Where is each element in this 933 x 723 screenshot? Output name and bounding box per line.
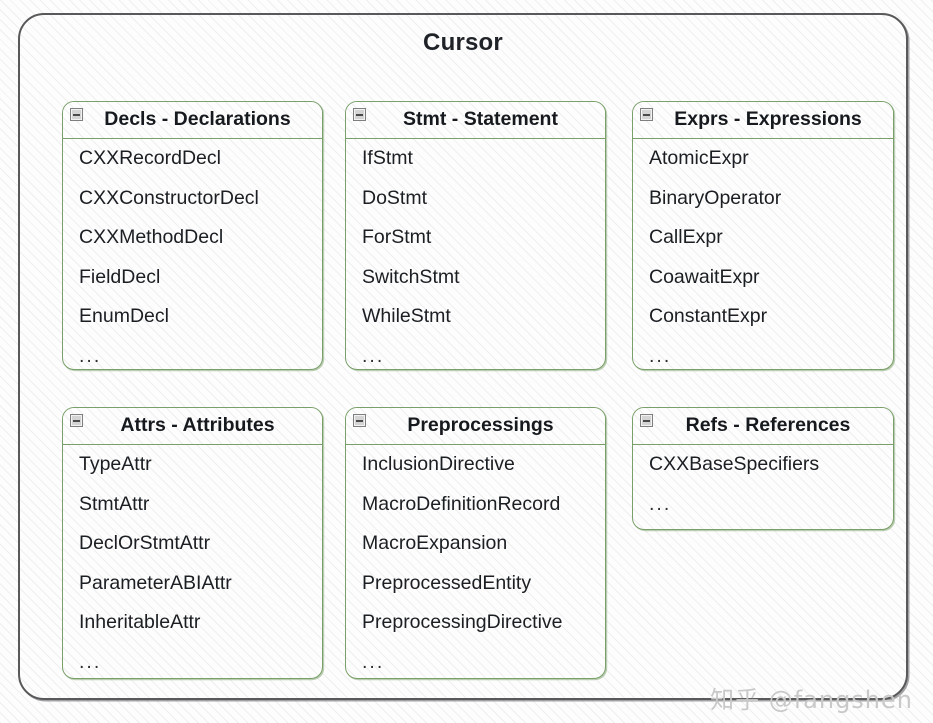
group-box-attrs[interactable]: Attrs - Attributes TypeAttr StmtAttr Dec… (62, 407, 323, 679)
list-item: DeclOrStmtAttr (79, 532, 211, 554)
group-title-exprs: Exprs - Expressions (674, 108, 862, 131)
list-item: InclusionDirective (362, 453, 515, 475)
group-box-refs[interactable]: Refs - References CXXBaseSpecifiers ... (632, 407, 894, 530)
minus-box-icon[interactable] (353, 108, 366, 121)
list-item: CoawaitExpr (649, 265, 760, 288)
list-item: StmtAttr (79, 492, 150, 515)
list-item: PreprocessingDirective (362, 611, 563, 633)
list-item: ConstantExpr (649, 305, 768, 327)
list-item-ellipsis: ... (79, 650, 102, 673)
group-header-exprs: Exprs - Expressions (633, 102, 893, 139)
group-title-preprocessings: Preprocessings (407, 414, 554, 437)
group-body-stmt: IfStmt DoStmt ForStmt SwitchStmt WhileSt… (346, 139, 605, 366)
list-item: InheritableAttr (79, 611, 201, 633)
group-title-attrs: Attrs - Attributes (120, 414, 275, 437)
list-item-ellipsis: ... (79, 344, 102, 367)
minus-box-icon[interactable] (353, 414, 366, 427)
list-item: DoStmt (362, 186, 428, 209)
page-title: Cursor (423, 29, 503, 56)
group-header-attrs: Attrs - Attributes (63, 408, 322, 445)
list-item: AtomicExpr (649, 147, 749, 169)
list-item: ParameterABIAttr (79, 571, 232, 594)
group-title-refs: Refs - References (685, 414, 851, 437)
list-item: EnumDecl (79, 305, 169, 327)
list-item-ellipsis: ... (649, 492, 672, 515)
group-header-stmt: Stmt - Statement (346, 102, 605, 139)
list-item: MacroDefinitionRecord (362, 492, 561, 515)
group-box-preprocessings[interactable]: Preprocessings InclusionDirective MacroD… (345, 407, 606, 679)
group-title-decls: Decls - Declarations (104, 108, 291, 131)
watermark: 知乎 @fangshen (710, 686, 913, 714)
group-title-stmt: Stmt - Statement (403, 108, 558, 131)
list-item: TypeAttr (79, 453, 152, 475)
group-body-exprs: AtomicExpr BinaryOperator CallExpr Coawa… (633, 139, 893, 366)
list-item: FieldDecl (79, 265, 161, 288)
list-item-ellipsis: ... (362, 344, 385, 367)
group-header-decls: Decls - Declarations (63, 102, 322, 139)
group-body-refs: CXXBaseSpecifiers ... (633, 445, 893, 514)
list-item: CXXBaseSpecifiers (649, 453, 820, 475)
group-box-stmt[interactable]: Stmt - Statement IfStmt DoStmt ForStmt S… (345, 101, 606, 370)
list-item-ellipsis: ... (362, 650, 385, 673)
list-item: CXXMethodDecl (79, 226, 224, 248)
list-item: WhileStmt (362, 305, 451, 327)
minus-box-icon[interactable] (70, 414, 83, 427)
minus-box-icon[interactable] (640, 108, 653, 121)
list-item: CXXRecordDecl (79, 147, 221, 169)
cursor-package-container: Cursor Decls - Declarations CXXRecordDec… (18, 13, 908, 700)
list-item: IfStmt (362, 147, 413, 169)
list-item-ellipsis: ... (649, 344, 672, 367)
group-body-decls: CXXRecordDecl CXXConstructorDecl CXXMeth… (63, 139, 322, 366)
list-item: CXXConstructorDecl (79, 186, 259, 209)
list-item: SwitchStmt (362, 265, 460, 288)
group-header-preprocessings: Preprocessings (346, 408, 605, 445)
group-header-refs: Refs - References (633, 408, 893, 445)
group-body-preprocessings: InclusionDirective MacroDefinitionRecord… (346, 445, 605, 672)
list-item: CallExpr (649, 226, 723, 248)
list-item: PreprocessedEntity (362, 571, 532, 594)
group-box-decls[interactable]: Decls - Declarations CXXRecordDecl CXXCo… (62, 101, 323, 370)
group-body-attrs: TypeAttr StmtAttr DeclOrStmtAttr Paramet… (63, 445, 322, 672)
minus-box-icon[interactable] (70, 108, 83, 121)
group-box-exprs[interactable]: Exprs - Expressions AtomicExpr BinaryOpe… (632, 101, 894, 370)
list-item: BinaryOperator (649, 186, 782, 209)
minus-box-icon[interactable] (640, 414, 653, 427)
list-item: MacroExpansion (362, 532, 508, 554)
list-item: ForStmt (362, 226, 432, 248)
